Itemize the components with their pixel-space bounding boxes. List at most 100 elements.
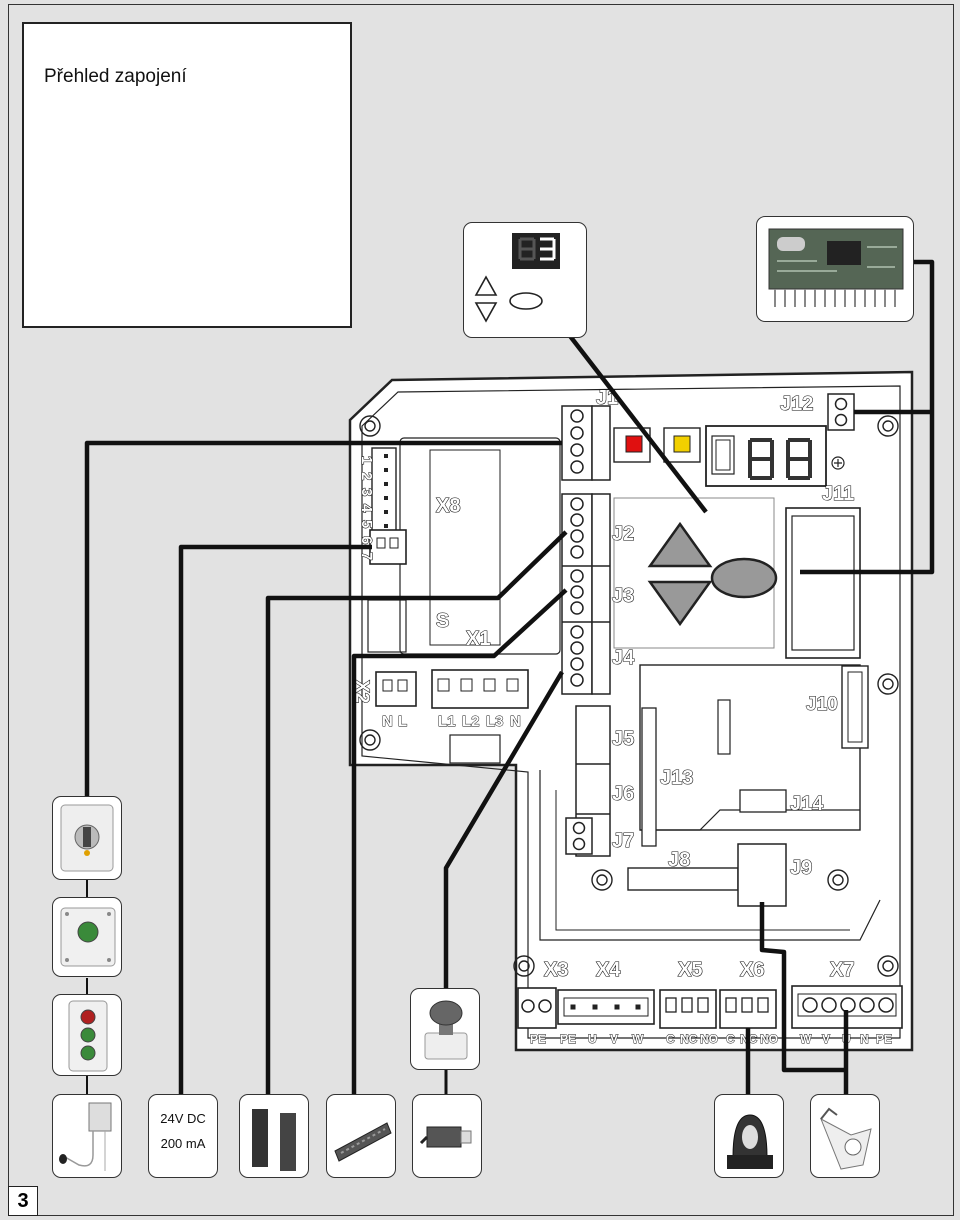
x4-pin-w: W bbox=[632, 1032, 644, 1046]
wire-radio-module bbox=[800, 259, 935, 575]
three-button-station-icon bbox=[68, 1000, 108, 1072]
terminal-n2: N bbox=[510, 713, 521, 730]
j3-label: J3 bbox=[612, 585, 634, 607]
x5-pin-nc: NC bbox=[680, 1032, 698, 1046]
x5-pin-c: C bbox=[666, 1032, 675, 1046]
x1-label: X1 bbox=[466, 628, 490, 650]
x3-label: X3 bbox=[544, 959, 568, 981]
j7-label: J7 bbox=[612, 830, 634, 852]
j13-label: J13 bbox=[660, 767, 693, 789]
terminal-l2: L2 bbox=[462, 713, 480, 730]
j2-label: J2 bbox=[612, 523, 634, 545]
title-box: Přehled zapojení bbox=[22, 22, 352, 328]
terminal-l: L bbox=[398, 713, 407, 730]
x8-pin-3: 3 bbox=[358, 488, 375, 496]
safety-edge-icon bbox=[334, 1122, 392, 1162]
psu-current: 200 mA bbox=[160, 1136, 206, 1151]
three-button-station-tile bbox=[52, 994, 122, 1076]
status-leds bbox=[613, 427, 701, 463]
j12-connector bbox=[827, 393, 855, 431]
s-label: S bbox=[436, 610, 449, 632]
psu-tile: 24V DC 200 mA bbox=[148, 1094, 218, 1178]
motor-encoder-tile bbox=[810, 1094, 880, 1178]
terminal-l3: L3 bbox=[486, 713, 504, 730]
x6-pin-c: C bbox=[726, 1032, 735, 1046]
key-switch-tile bbox=[52, 796, 122, 880]
page-frame bbox=[8, 4, 954, 1216]
key-switch-icon bbox=[60, 804, 114, 872]
j14-header bbox=[739, 789, 787, 813]
j9-label: J9 bbox=[790, 857, 812, 879]
x7-pin-pe: PE bbox=[876, 1032, 892, 1046]
door-contact-icon bbox=[419, 1126, 472, 1148]
wires bbox=[84, 259, 935, 1096]
push-button-tile bbox=[52, 897, 122, 977]
wire-photocell bbox=[265, 530, 568, 1096]
x7-pin-v: V bbox=[822, 1032, 830, 1046]
j10-connector bbox=[841, 665, 869, 749]
warning-beacon-tile bbox=[714, 1094, 784, 1178]
wire-mushroom-button bbox=[443, 670, 564, 990]
bottom-terminals bbox=[517, 985, 903, 1029]
x6-pin-no: NO bbox=[760, 1032, 778, 1046]
x8-pin-4: 4 bbox=[358, 504, 375, 513]
x4-pin-u: U bbox=[588, 1032, 597, 1046]
x3-pin-pe: PE bbox=[530, 1032, 546, 1046]
x8-pin-2: 2 bbox=[358, 472, 375, 480]
radio-module-icon bbox=[768, 228, 904, 307]
x6-label: X6 bbox=[740, 959, 764, 981]
j13-header bbox=[641, 699, 731, 847]
j12-label: J12 bbox=[780, 393, 813, 415]
x8-connector: 1 2 3 4 5 6 7 X8 bbox=[357, 447, 461, 565]
pull-cord-switch-icon bbox=[59, 1102, 112, 1171]
x7-label: X7 bbox=[830, 959, 854, 981]
x8-pin-6: 6 bbox=[358, 536, 375, 544]
board-seven-segment-display bbox=[705, 425, 845, 487]
control-panel-icon bbox=[474, 233, 560, 323]
wire-safety-edge bbox=[351, 588, 568, 1096]
j1-label: J1 bbox=[596, 387, 618, 409]
j5-label: J5 bbox=[612, 728, 634, 750]
j11-radio-slot bbox=[785, 507, 861, 659]
x8-pin-5: 5 bbox=[358, 520, 375, 528]
page-title: Přehled zapojení bbox=[44, 66, 187, 87]
terminal-l1: L1 bbox=[438, 713, 456, 730]
wire-remote-panel bbox=[568, 334, 708, 514]
x4-pin-v: V bbox=[610, 1032, 618, 1046]
j8-connector bbox=[627, 867, 739, 891]
x8-pin-7: 7 bbox=[358, 552, 375, 560]
j8-label: J8 bbox=[668, 849, 690, 871]
x8-label: X8 bbox=[436, 495, 460, 517]
j10-label: J10 bbox=[806, 694, 838, 715]
j9-connector bbox=[737, 843, 787, 907]
terminal-blocks-left bbox=[561, 405, 611, 857]
safety-edge-tile bbox=[326, 1094, 396, 1178]
x7-pin-w: W bbox=[800, 1032, 812, 1046]
terminal-n: N bbox=[382, 713, 393, 730]
emergency-stop-icon bbox=[424, 1000, 468, 1060]
x4-label: X4 bbox=[596, 959, 621, 981]
pull-cord-switch-tile bbox=[52, 1094, 122, 1178]
wire-key-switch bbox=[84, 440, 562, 798]
photocell-icon bbox=[252, 1109, 296, 1171]
power-terminals: X2 S X1 N L L1 L2 L3 N bbox=[350, 609, 529, 730]
board-buttons bbox=[647, 521, 778, 627]
x8-pin-1: 1 bbox=[358, 456, 375, 464]
wire-psu bbox=[178, 544, 372, 1096]
x5-label: X5 bbox=[678, 959, 702, 981]
door-contact-tile bbox=[412, 1094, 482, 1178]
x4-pin-pe: PE bbox=[560, 1032, 576, 1046]
j4-label: J4 bbox=[612, 647, 635, 669]
j11-label: J11 bbox=[822, 483, 854, 505]
j14-label: J14 bbox=[790, 793, 824, 815]
page-number: 3 bbox=[8, 1186, 38, 1216]
motor-encoder-icon bbox=[820, 1107, 872, 1170]
radio-module-tile bbox=[756, 216, 914, 322]
x5-pin-no: NO bbox=[700, 1032, 718, 1046]
psu-voltage: 24V DC bbox=[160, 1111, 206, 1126]
wire-encoder bbox=[759, 902, 849, 1096]
j6-label: J6 bbox=[612, 783, 634, 805]
x7-pin-n: N bbox=[860, 1032, 869, 1046]
emergency-stop-tile bbox=[410, 988, 480, 1070]
